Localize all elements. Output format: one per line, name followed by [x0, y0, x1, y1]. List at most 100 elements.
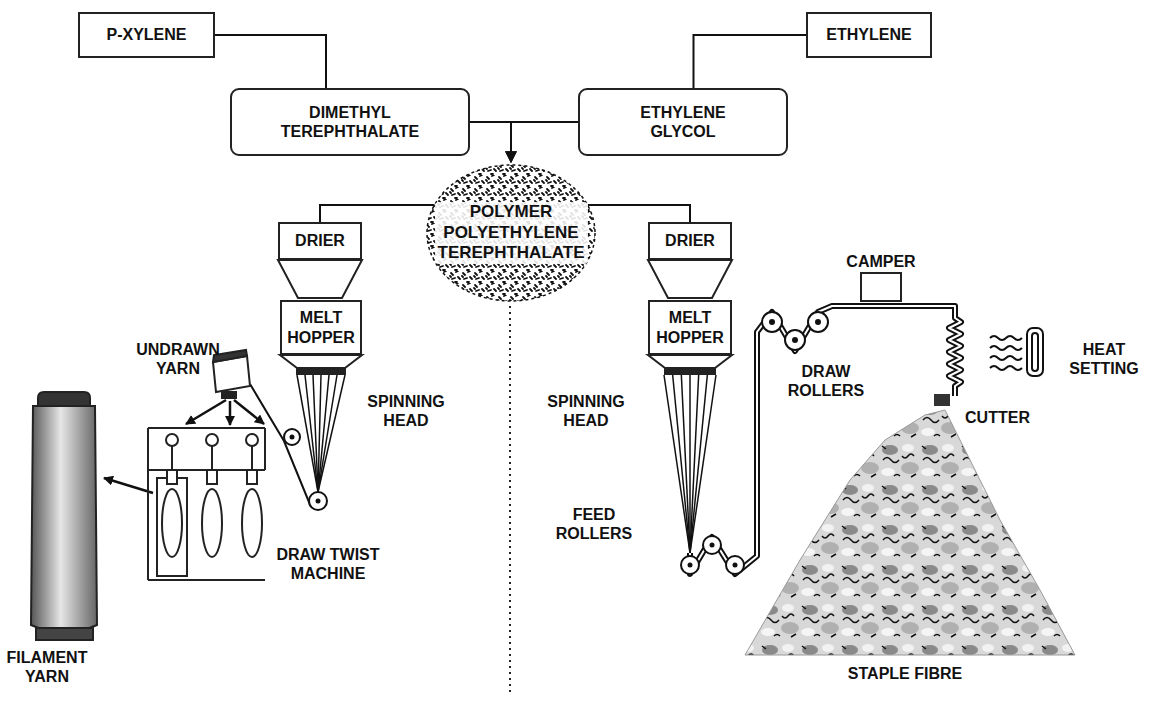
filament-line	[313, 375, 318, 492]
heat-waves	[990, 336, 1022, 370]
node-text: DRIER	[295, 231, 345, 250]
drier-box: DRIER	[648, 222, 732, 260]
twist-spindle	[162, 434, 262, 557]
guide-roller	[284, 429, 300, 445]
feed-arrow	[234, 400, 264, 424]
twist-spindle	[242, 489, 262, 557]
cutter-blade	[934, 394, 950, 406]
roller-axle	[792, 337, 798, 343]
node-text: POLYMER POLYETHYLENE TEREPHTHALATE	[435, 202, 588, 263]
process-roller	[808, 312, 828, 332]
draw-twist-frame	[148, 428, 265, 580]
feed-arrow	[104, 400, 264, 493]
twist-spindle	[162, 489, 182, 557]
node-text: ETHYLENE	[826, 25, 911, 44]
filament-line	[318, 375, 345, 492]
process-roller	[762, 312, 782, 332]
twist-spindle	[166, 434, 178, 446]
twist-spindle	[171, 446, 173, 470]
part-label: SPINNING HEAD	[360, 392, 452, 430]
heat-setting-unit	[1032, 333, 1038, 371]
feed-arrow	[186, 400, 226, 424]
twist-spindle	[246, 434, 258, 446]
twist-spindle	[202, 434, 222, 557]
filament-line	[305, 375, 318, 492]
part-label: FEED ROLLERS	[548, 505, 640, 543]
feed-line	[215, 35, 326, 88]
process-roller	[785, 330, 805, 350]
part-label: STAPLE FIBRE	[800, 664, 1010, 683]
twist-spindle	[162, 434, 182, 557]
heat-waves	[990, 336, 1022, 370]
roller-axle	[688, 319, 822, 568]
heat-setting-unit	[1027, 328, 1043, 376]
melt-hopper-box: MELT HOPPER	[280, 300, 362, 355]
node-text: DIMETHYL TEREPHTHALATE	[262, 103, 438, 141]
spinneret-plate	[296, 368, 346, 375]
twist-spindle	[202, 489, 222, 557]
drier-funnel	[278, 260, 362, 298]
roller-axle	[688, 563, 693, 568]
twist-spindle	[206, 434, 218, 446]
spinneret-plate	[296, 368, 716, 375]
node-text: CAMPER	[846, 252, 915, 271]
flow-arrow	[470, 122, 511, 162]
roller-axle	[290, 435, 295, 440]
filament-yarn-bobbin	[31, 392, 97, 640]
node-text: DRIER	[665, 231, 715, 250]
twist-spindle	[242, 434, 262, 557]
node-text: ETHYLENE GLYCOL	[620, 103, 746, 141]
process-roller	[703, 536, 721, 554]
hopper-funnel	[648, 355, 732, 368]
feed-line	[320, 205, 434, 222]
pellet-heap	[427, 165, 595, 301]
roller-axle	[290, 435, 321, 504]
source-box: P-XYLENE	[78, 12, 215, 58]
hopper-funnel	[280, 355, 362, 368]
guide-roller	[309, 492, 327, 510]
twist-spindle	[247, 470, 257, 484]
feed-line	[588, 205, 690, 222]
roller-axle	[733, 563, 738, 568]
feed-arrow	[229, 401, 232, 425]
roller-axle	[710, 543, 715, 548]
spinneret-plate	[664, 368, 716, 375]
filament-bundle	[664, 375, 716, 553]
filament-yarn-bobbin	[31, 406, 97, 633]
twist-spindle	[251, 446, 253, 470]
chemical-box: DIMETHYL TEREPHTHALATE	[230, 88, 470, 156]
filament-line	[673, 375, 690, 553]
part-label: HEAT SETTING	[1058, 340, 1150, 378]
node-text: P-XYLENE	[106, 25, 186, 44]
staple-fibre-pile	[745, 410, 1075, 655]
process-roller	[681, 556, 699, 574]
drier-box: DRIER	[278, 222, 362, 260]
filament-yarn-bobbin	[38, 392, 90, 406]
feed-line	[694, 35, 807, 88]
drier-funnel	[648, 260, 732, 298]
flow-arrow	[511, 122, 578, 162]
filament-line	[690, 375, 716, 553]
yarn-line	[250, 384, 311, 507]
twist-spindle	[211, 446, 213, 470]
part-label: UNDRAWN YARN	[136, 340, 220, 378]
guide-roller	[284, 429, 327, 510]
twist-spindle	[167, 470, 177, 484]
filament-line	[681, 375, 690, 553]
polymer-pellets: POLYMER POLYETHYLENE TEREPHTHALATE	[425, 163, 597, 303]
filament-bundle	[297, 375, 345, 492]
draw-twist-frame	[148, 428, 265, 580]
source-box: ETHYLENE	[806, 12, 932, 58]
twist-spindle	[207, 470, 217, 484]
filament-line	[690, 375, 707, 553]
roller-axle	[769, 319, 775, 325]
feed-arrow	[104, 478, 153, 493]
process-roller	[726, 556, 744, 574]
part-label: SPINNING HEAD	[540, 392, 632, 430]
draw-twist-frame	[157, 478, 187, 576]
filament-yarn-bobbin	[36, 628, 93, 640]
filament-line	[689, 375, 691, 553]
part-label: DRAW ROLLERS	[786, 362, 866, 400]
node-text: MELT HOPPER	[654, 308, 726, 346]
